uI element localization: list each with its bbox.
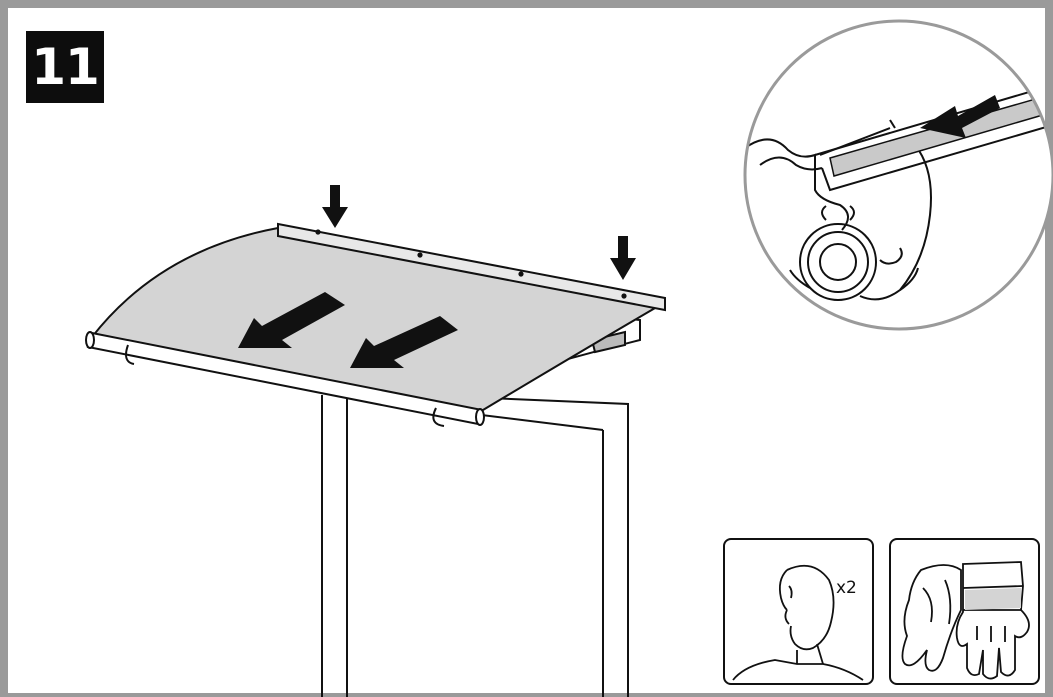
push-arrow-left <box>322 185 348 228</box>
insert-arrow <box>920 95 1000 138</box>
gloves-required-tile <box>889 538 1040 685</box>
wall-profile <box>277 222 666 312</box>
front-gutter <box>85 331 485 427</box>
slide-arrow-left <box>238 292 345 348</box>
person-icon <box>732 564 864 681</box>
slide-arrows <box>238 292 458 368</box>
door-frame <box>321 390 629 697</box>
persons-required-tile: x2 <box>723 538 874 685</box>
push-arrow-right <box>610 236 636 280</box>
gloves-icon <box>901 561 1030 680</box>
push-arrows <box>322 185 636 280</box>
step-number-badge: 11 <box>26 31 104 103</box>
slide-arrow-right <box>350 316 458 368</box>
persons-quantity: x2 <box>836 578 857 598</box>
detail-magnifier <box>743 19 1053 331</box>
